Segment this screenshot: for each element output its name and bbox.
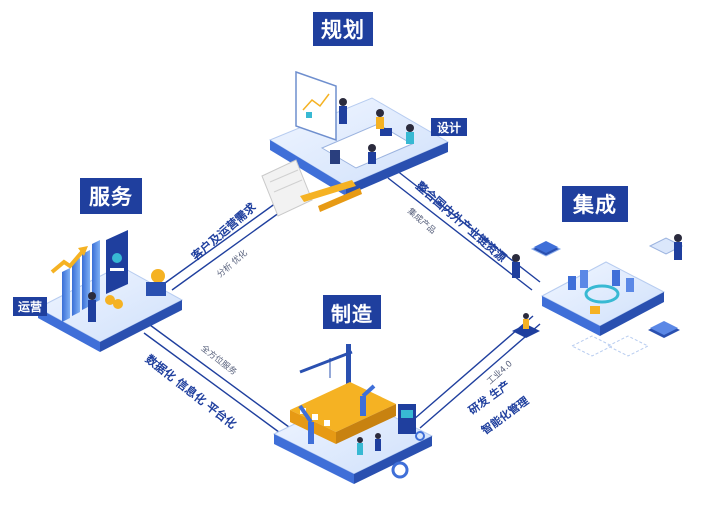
blueprint-icon	[261, 159, 362, 217]
service-title: 服务	[80, 178, 142, 214]
design-badge: 设计	[431, 118, 467, 136]
integrate-people-icon	[512, 234, 682, 329]
make-platform	[272, 344, 434, 484]
link-service-make-a	[149, 324, 294, 431]
integrate-platform	[512, 234, 684, 357]
link-service-plan-b	[171, 209, 284, 291]
floating-tile-nodes	[512, 237, 684, 357]
operation-badge: 运营	[13, 297, 47, 316]
growth-arrow-icon	[50, 250, 84, 274]
integrate-title: 集成	[562, 186, 628, 222]
robot-arm-icon	[298, 384, 376, 444]
link-service-make-b	[143, 332, 288, 439]
worker-people-icon	[357, 433, 381, 455]
link-service-plan-a	[164, 202, 277, 284]
whiteboard-icon	[295, 70, 337, 142]
plan-platform	[261, 70, 450, 217]
meeting-people-icon	[330, 98, 414, 164]
link-make-integrate-b	[412, 315, 534, 421]
smart-city-icon	[568, 270, 634, 314]
control-cabinet-icon	[398, 404, 416, 434]
link-make-integrate-a	[419, 323, 541, 429]
presenter-person-icon	[88, 292, 96, 322]
gear-icon	[391, 431, 425, 479]
bar-chart-icon	[62, 240, 100, 322]
dashboard-panel-icon	[106, 230, 128, 294]
crane-icon	[299, 344, 353, 396]
link-plan-integrate-b	[387, 177, 533, 291]
connection-lines	[143, 169, 541, 439]
coin-stack-icon	[105, 269, 166, 309]
plan-title: 规划	[313, 12, 373, 46]
make-title: 制造	[323, 295, 381, 329]
service-platform	[36, 230, 184, 352]
